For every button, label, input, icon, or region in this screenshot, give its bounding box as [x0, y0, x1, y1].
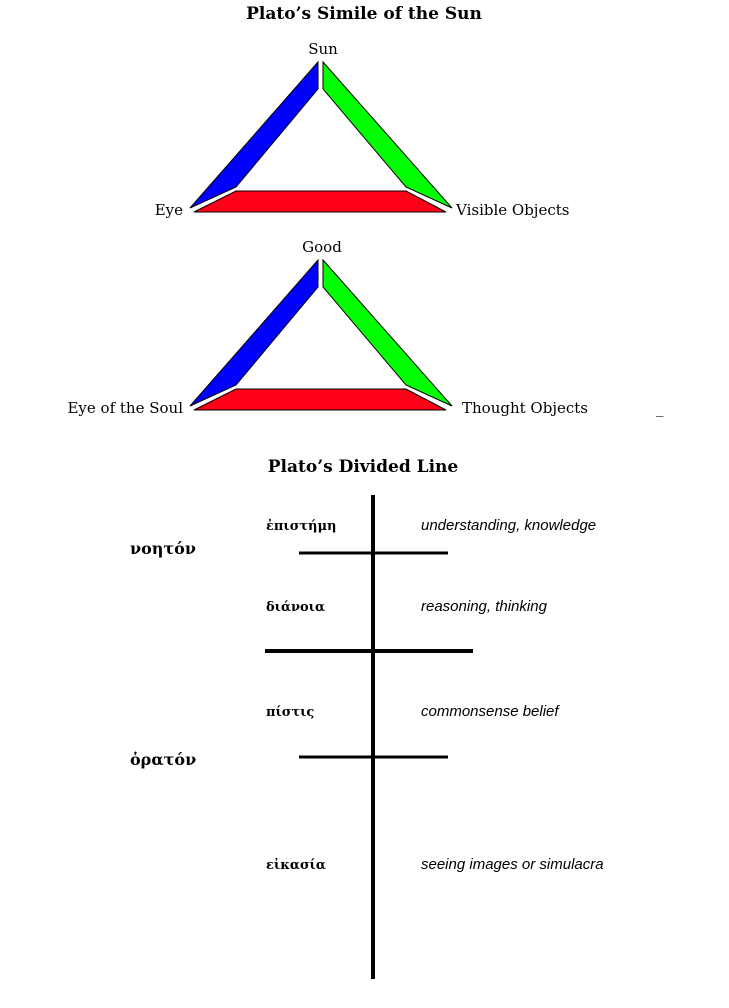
triangle-base-red — [193, 388, 447, 411]
stray-mark: _ — [656, 399, 664, 417]
horaton-label: ὁρατόν — [130, 750, 196, 769]
triangle-left-edge-blue — [189, 258, 319, 407]
dianoia-gloss: reasoning, thinking — [421, 598, 548, 615]
triangle-left-edge-blue — [189, 60, 319, 209]
triangle-base-red — [193, 190, 447, 213]
episteme-gloss: understanding, knowledge — [421, 517, 596, 534]
eye-of-the-soul-label: Eye of the Soul — [67, 399, 183, 417]
sun-simile-title: Plato’s Simile of the Sun — [246, 4, 482, 24]
dianoia-label: διάνοια — [266, 600, 325, 615]
triangle-right-edge-green — [322, 258, 453, 407]
divided-line — [265, 495, 473, 979]
pistis-label: πίστις — [266, 705, 314, 720]
eikasia-label: εἰκασία — [266, 857, 326, 873]
noeton-label: νοητόν — [130, 539, 196, 558]
sun-label: Sun — [308, 40, 338, 58]
divided-line-title: Plato’s Divided Line — [268, 457, 459, 477]
visible-objects-label: Visible Objects — [455, 201, 569, 219]
good-triangle — [189, 258, 453, 411]
thought-objects-label: Thought Objects — [462, 399, 588, 417]
episteme-label: ἐπιστήμη — [266, 519, 336, 534]
sun-triangle — [189, 60, 453, 213]
eikasia-gloss: seeing images or simulacra — [421, 856, 604, 873]
eye-label: Eye — [155, 201, 183, 219]
pistis-gloss: commonsense belief — [421, 703, 560, 720]
triangle-right-edge-green — [322, 60, 453, 209]
good-label: Good — [302, 238, 342, 256]
